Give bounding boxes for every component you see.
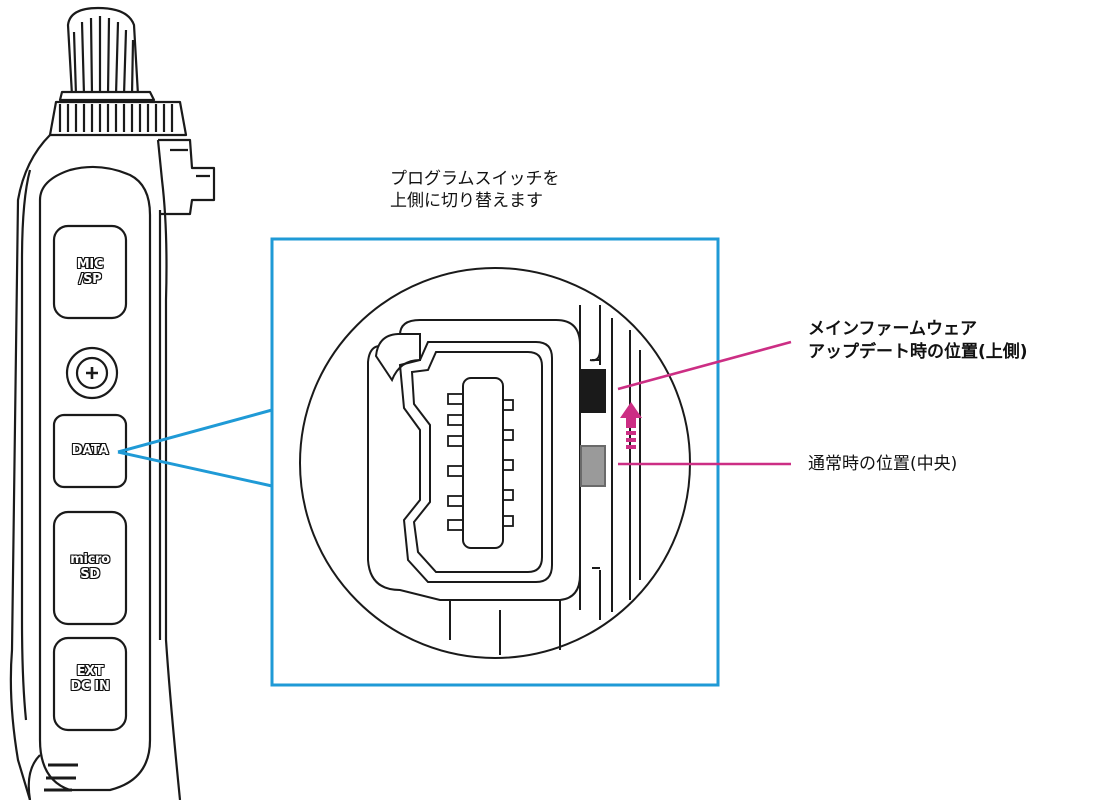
callout-upper-text: メインファームウェア アップデート時の位置(上側) bbox=[808, 318, 1028, 364]
data-port-label: DATA bbox=[58, 443, 122, 458]
mic-sp-label-line2: /SP bbox=[78, 272, 102, 287]
instruction-line1: プログラムスイッチを bbox=[390, 169, 560, 189]
callout-normal-line: 通常時の位置(中央) bbox=[808, 454, 958, 474]
knob bbox=[48, 6, 188, 137]
mini-usb-socket bbox=[398, 341, 553, 583]
radio-side-view bbox=[9, 6, 216, 800]
program-switch-upper bbox=[580, 369, 606, 413]
ext-dc-port-cover bbox=[52, 636, 128, 732]
up-arrow-icon bbox=[620, 402, 642, 449]
mic-sp-label-line1: MIC bbox=[76, 257, 104, 272]
ext-dc-label: EXT DC IN bbox=[58, 664, 122, 694]
instruction-caption: プログラムスイッチを 上側に切り替えます bbox=[390, 168, 560, 212]
mic-sp-label: MIC /SP bbox=[58, 257, 122, 287]
connector-pins bbox=[447, 393, 514, 531]
microsd-label-line2: SD bbox=[80, 567, 100, 582]
ext-dc-label-line1: EXT bbox=[76, 664, 104, 679]
callout-upper-line2: アップデート時の位置(上側) bbox=[808, 342, 1028, 362]
microsd-port-cover bbox=[52, 510, 128, 626]
usb-connector-housing bbox=[367, 319, 581, 601]
data-label-text: DATA bbox=[71, 443, 109, 458]
magnified-port-view bbox=[299, 267, 691, 659]
callout-line-upper bbox=[617, 340, 792, 391]
microsd-label: micro SD bbox=[58, 552, 122, 582]
callout-normal-text: 通常時の位置(中央) bbox=[808, 453, 957, 475]
instruction-line2: 上側に切り替えます bbox=[390, 191, 543, 211]
port-cover-panel bbox=[38, 165, 152, 792]
callout-upper-line1: メインファームウェア bbox=[808, 319, 977, 339]
screw-icon bbox=[65, 346, 119, 400]
detail-frame bbox=[270, 237, 720, 687]
microsd-label-line1: micro bbox=[70, 552, 110, 567]
program-switch-center bbox=[580, 445, 606, 487]
mic-sp-port-cover bbox=[52, 224, 128, 320]
radio-body bbox=[9, 134, 182, 800]
callout-lines bbox=[617, 340, 792, 466]
ext-dc-label-line2: DC IN bbox=[70, 679, 110, 694]
zoom-leader-lines bbox=[117, 408, 273, 488]
